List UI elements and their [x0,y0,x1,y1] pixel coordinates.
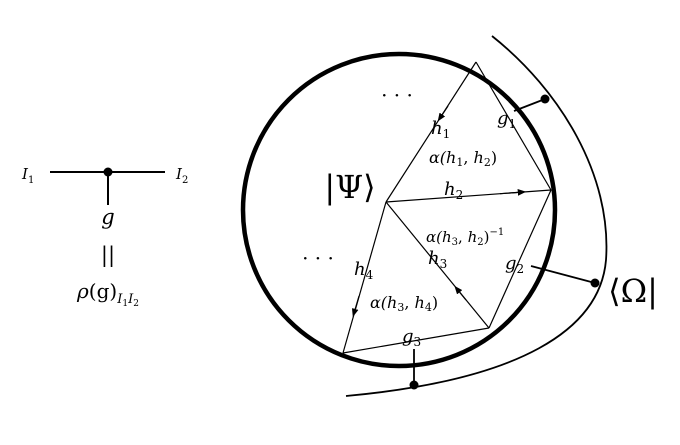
label-equals-sign: || [101,243,115,268]
node-g2 [590,278,600,288]
label-g3: g3 [402,326,421,349]
label-g1: g1 [497,108,516,131]
label-index-i2: I2 [175,165,188,186]
label-h1: h1 [431,118,450,141]
edge-bottom [342,327,490,354]
state-ket-label: |Ψ⟩ [324,168,375,206]
edge-top-right [475,61,552,191]
tensor-legend: I1 I2 g || ρ(g)I1I2 [21,165,188,309]
arrow-h1 [437,105,449,122]
label-h3: h3 [428,248,447,271]
triangulation [342,61,552,354]
label-h4: h4 [354,259,374,282]
edge-center-right [385,189,552,203]
label-group-element: g [101,205,114,229]
edge-right-lower [488,189,552,329]
state-disk [240,51,558,369]
label-alpha-h3-h2-inverse: α(h3, h2)−1 [426,227,504,248]
edge-center-top [385,61,477,203]
label-g2: g2 [505,253,524,276]
label-alpha-h1-h2: α(h1, h2) [429,148,497,169]
node-g1 [540,94,550,104]
ellipsis-left: · · · [302,246,334,270]
boundary-legs [413,98,596,385]
boundary-bra-label: ⟨Ω| [608,272,658,310]
leg-g2 [530,265,596,284]
label-representation: ρ(g)I1I2 [76,279,139,309]
legend-vertex-dot [103,167,113,177]
arrow-h3 [454,285,467,301]
label-h2: h2 [444,179,463,202]
boundary-arc [345,35,608,397]
node-g3 [409,380,419,390]
edge-center-bottomleft [342,201,387,354]
label-index-i1: I1 [21,165,34,186]
arrow-h2 [499,189,527,196]
leg-g1 [513,98,546,112]
arrow-h4 [351,295,360,318]
ellipsis-top: · · · [381,83,413,107]
label-alpha-h3-h4: α(h3, h4) [370,293,438,314]
edge-arrows [351,105,527,318]
edge-center-lower [385,201,490,329]
